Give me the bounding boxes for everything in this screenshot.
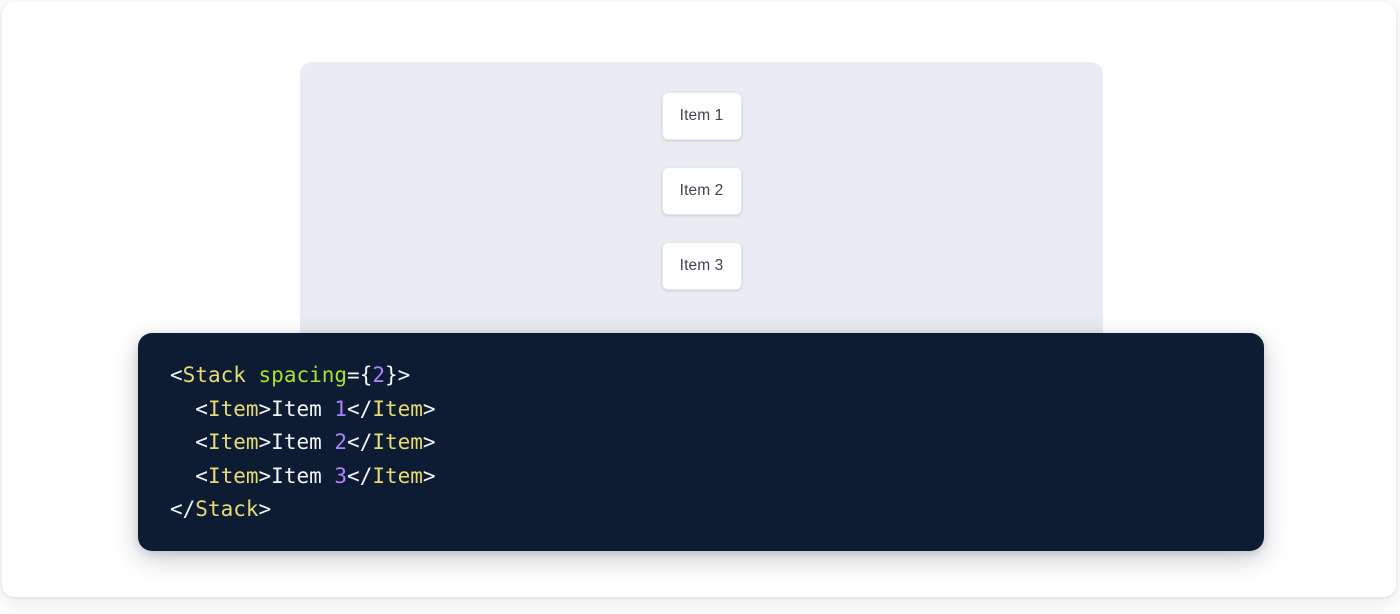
code-line: <Item>Item 1</Item> xyxy=(170,393,1264,427)
code-token-text: Item xyxy=(271,430,335,455)
code-token-punct: ={ xyxy=(347,363,373,387)
code-token-tag: Stack xyxy=(182,363,246,387)
code-token-tag: Item xyxy=(207,463,259,488)
code-token-punct: > xyxy=(422,463,436,488)
code-token-tag: Item xyxy=(207,430,259,455)
stack-item[interactable]: Item 3 xyxy=(661,242,742,290)
code-snippet: <Stack spacing={2}> <Item>Item 1</Item> … xyxy=(170,359,1264,527)
code-token-punct: > xyxy=(258,497,272,522)
code-token-punct: > xyxy=(422,430,436,455)
code-token-punct: > xyxy=(258,430,272,455)
code-token-punct: < xyxy=(170,463,208,488)
code-token-num: 2 xyxy=(372,363,385,387)
code-token-text: Item xyxy=(271,396,335,421)
code-token-tag: Item xyxy=(372,396,423,421)
code-token-punct: > xyxy=(258,463,272,488)
code-token-punct: </ xyxy=(347,430,373,455)
component-demo-card: Item 1 Item 2 Item 3 <Stack spacing={2}>… xyxy=(2,2,1396,597)
code-token-num: 1 xyxy=(334,396,348,421)
code-token-tag: Item xyxy=(372,430,423,455)
code-token-text: Item xyxy=(271,463,335,488)
code-token-punct: </ xyxy=(170,497,196,522)
code-token-punct: < xyxy=(170,363,183,387)
code-token-punct: </ xyxy=(347,396,373,421)
stack-container: Item 1 Item 2 Item 3 xyxy=(300,92,1103,290)
code-token-tag: Item xyxy=(372,463,423,488)
preview-panel: Item 1 Item 2 Item 3 xyxy=(300,62,1103,362)
code-token-punct: < xyxy=(170,430,208,455)
code-token-punct xyxy=(246,363,259,387)
code-snippet-panel[interactable]: <Stack spacing={2}> <Item>Item 1</Item> … xyxy=(138,333,1264,551)
stack-item-label: Item 1 xyxy=(679,107,724,124)
code-line: </Stack> xyxy=(170,493,1264,527)
code-token-punct: > xyxy=(258,396,272,421)
code-token-punct: </ xyxy=(347,463,373,488)
code-line: <Item>Item 2</Item> xyxy=(170,426,1264,460)
stack-item[interactable]: Item 2 xyxy=(661,167,742,215)
code-token-punct: > xyxy=(422,396,436,421)
code-line: <Stack spacing={2}> xyxy=(170,359,1264,393)
code-token-punct: < xyxy=(170,396,208,421)
code-token-num: 2 xyxy=(334,430,348,455)
stack-item[interactable]: Item 1 xyxy=(661,92,742,140)
code-token-punct: }> xyxy=(385,363,411,387)
code-token-attr: spacing xyxy=(258,363,348,387)
code-token-num: 3 xyxy=(334,463,348,488)
stack-item-label: Item 2 xyxy=(679,182,724,199)
code-line: <Item>Item 3</Item> xyxy=(170,460,1264,494)
stack-item-label: Item 3 xyxy=(679,257,724,274)
code-token-tag: Stack xyxy=(195,497,259,522)
code-token-tag: Item xyxy=(207,396,259,421)
